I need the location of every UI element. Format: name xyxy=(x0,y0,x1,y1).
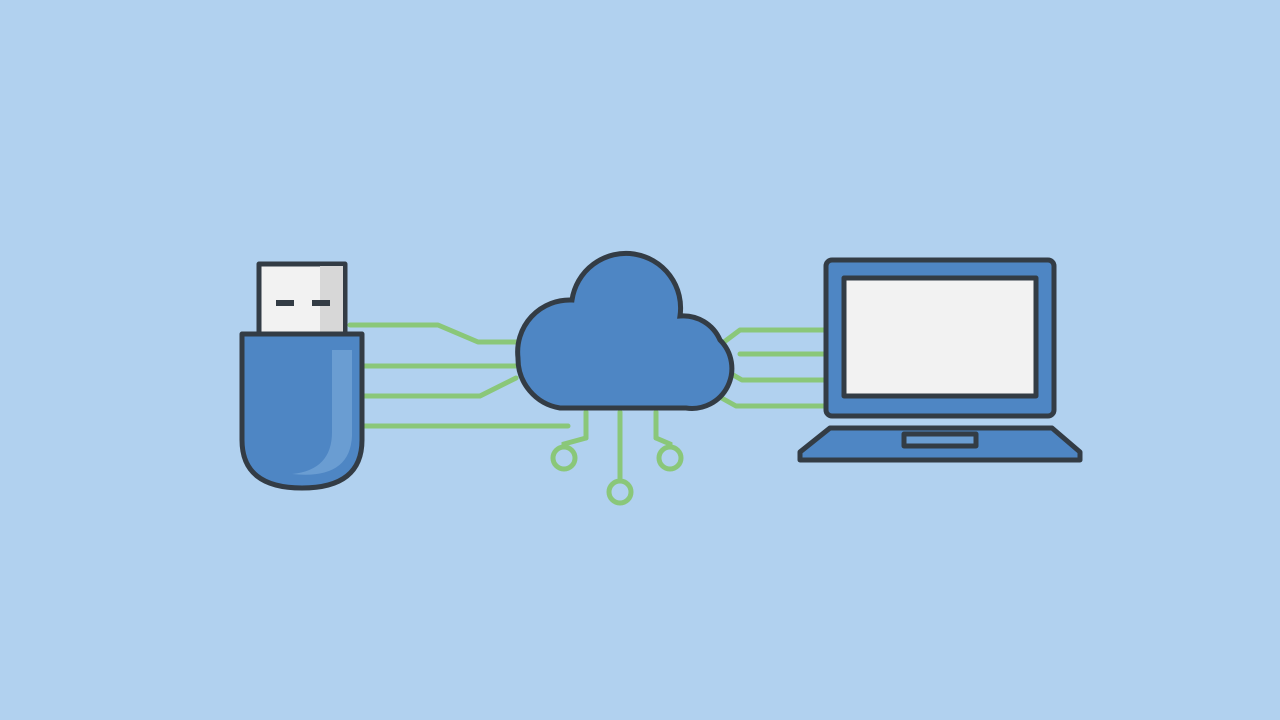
usb-body-highlight xyxy=(292,350,352,475)
circuit-trace-icon xyxy=(347,322,521,345)
circuit-node-icon xyxy=(606,478,634,506)
usb-connector-shade xyxy=(320,266,343,338)
usb-pin xyxy=(276,300,294,306)
circuit-node-icon xyxy=(550,444,578,472)
circuit-node-icon xyxy=(656,444,684,472)
laptop-screen xyxy=(841,275,1039,399)
usb-pin xyxy=(312,300,330,306)
circuit-traces-bottom xyxy=(550,409,684,506)
usb-flash-drive-icon xyxy=(239,261,365,491)
circuit-traces-left xyxy=(347,322,571,429)
cloud-icon xyxy=(515,250,735,411)
cloud-shape xyxy=(515,250,735,411)
circuit-trace-icon xyxy=(721,327,829,345)
circuit-trace-icon xyxy=(715,393,829,409)
laptop-icon xyxy=(797,257,1083,463)
laptop-touchpad xyxy=(901,431,979,449)
circuit-trace-icon xyxy=(359,375,519,399)
